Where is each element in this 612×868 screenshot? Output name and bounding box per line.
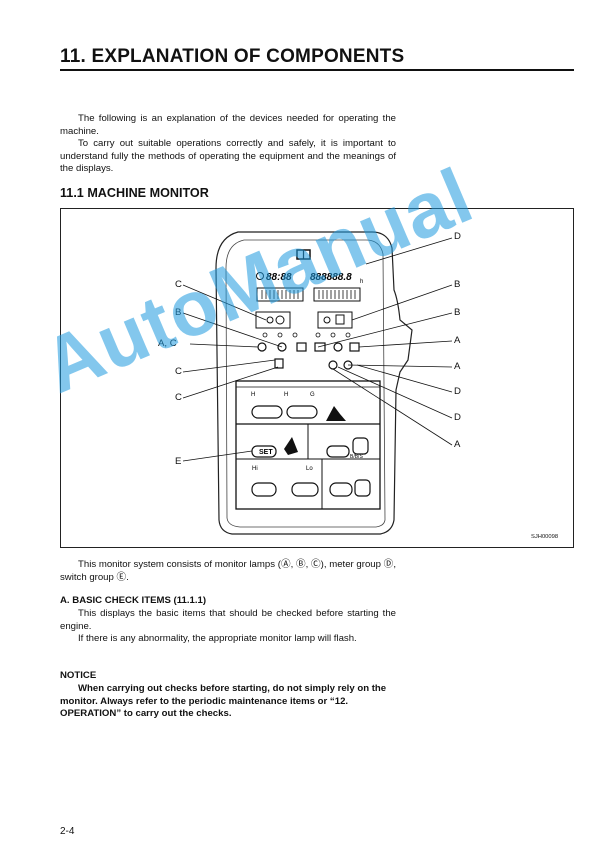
- callout-right-3: B: [454, 307, 461, 318]
- notice-paragraph: When carrying out checks before starting…: [60, 683, 387, 720]
- intro-paragraph-1: The following is an explanation of the d…: [60, 113, 396, 137]
- notice-body: When carrying out checks before starting…: [60, 683, 396, 721]
- basic-check-text: This displays the basic items that shoul…: [60, 608, 396, 646]
- basic-check-paragraph-2: If there is any abnormality, the appropr…: [78, 633, 357, 645]
- title-rule: [60, 69, 574, 71]
- callout-left-1: C: [175, 279, 182, 290]
- notice-heading: NOTICE: [60, 670, 97, 681]
- page-number: 2-4: [60, 826, 75, 837]
- intro-text: The following is an explanation of the d…: [60, 113, 396, 176]
- figure-code: SJH00098: [531, 534, 559, 540]
- description-text: This monitor system consists of monitor …: [60, 559, 396, 584]
- basic-check-heading: A. BASIC CHECK ITEMS (11.1.1): [60, 595, 207, 606]
- callout-right-2: B: [454, 279, 461, 290]
- section-heading: 11.1 MACHINE MONITOR: [60, 186, 209, 200]
- callout-right-4: A: [454, 335, 461, 346]
- basic-check-paragraph-1: This displays the basic items that shoul…: [60, 608, 396, 632]
- callout-right-7: D: [454, 412, 461, 423]
- page-title: 11. EXPLANATION OF COMPONENTS: [60, 46, 405, 67]
- machine-monitor-figure: [60, 208, 574, 548]
- callout-left-3: A, C: [158, 338, 177, 349]
- callout-right-5: A: [454, 361, 461, 372]
- callout-left-6: E: [175, 456, 182, 467]
- callout-left-2: B: [175, 307, 182, 318]
- intro-paragraph-2: To carry out suitable operations correct…: [60, 138, 396, 175]
- callout-right-1: D: [454, 231, 461, 242]
- callout-right-6: D: [454, 386, 461, 397]
- description-paragraph: This monitor system consists of monitor …: [60, 559, 396, 583]
- callout-right-8: A: [454, 439, 461, 450]
- callout-left-5: C: [175, 392, 182, 403]
- callout-left-4: C: [175, 366, 182, 377]
